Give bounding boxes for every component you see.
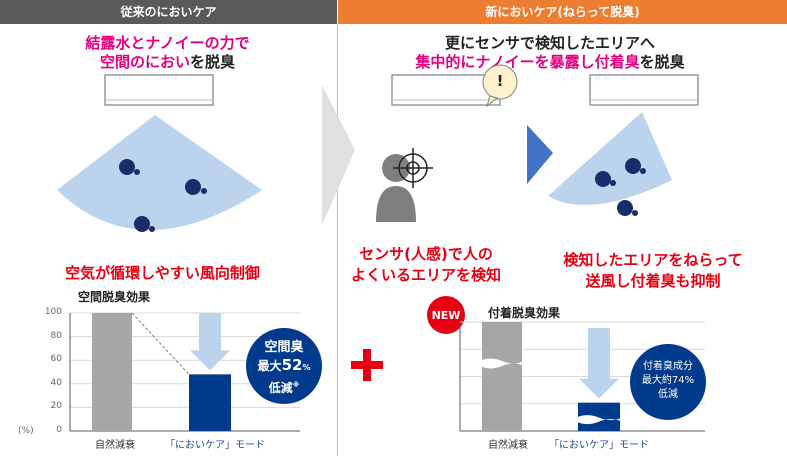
play-arrow-icon <box>527 125 553 184</box>
right-callout-line3: 低減 <box>658 389 678 400</box>
down-arrow-icon <box>190 313 230 371</box>
left-category-0: 自然減衰 <box>95 440 135 451</box>
bar <box>189 374 231 431</box>
right-headline-line1: 更にセンサで検知したエリアへ <box>444 34 655 52</box>
reduction-dashed-line <box>131 312 190 375</box>
left-chart-title: 空間脱臭効果 <box>78 290 151 304</box>
y-tick-label: 20 <box>50 401 62 412</box>
left-headline-suffix: を脱臭 <box>190 53 236 71</box>
middle-caption-line2: よくいるエリアを検知 <box>350 266 501 284</box>
header-new-care: 新においケア(ねらって脱臭) <box>338 0 787 24</box>
middle-caption-line1: センサ(人感)で人の <box>359 245 493 263</box>
airflow-wide-icon <box>57 115 262 230</box>
section-divider <box>337 24 338 456</box>
new-badge-icon <box>427 296 465 334</box>
right-headline-highlight: 集中的にナノイーを暴露し付着臭 <box>415 53 640 71</box>
axis-break-wave <box>576 415 622 425</box>
header-old-care-title: 従来のにおいケア <box>120 5 217 19</box>
left-caption: 空気が循環しやすい風向制御 <box>65 264 260 282</box>
left-chart-unit: (%) <box>18 426 34 436</box>
target-reticle-icon <box>393 148 433 188</box>
left-category-1: 「においケア」モード <box>165 440 265 451</box>
header-new-care-title: 新においケア(ねらって脱臭) <box>485 5 640 19</box>
bar <box>92 313 132 431</box>
plus-icon <box>351 349 383 381</box>
left-callout-line1: 空間臭 <box>264 340 304 355</box>
airflow-focused-icon <box>548 112 672 205</box>
alert-bubble-icon <box>482 64 518 108</box>
down-arrow-icon <box>579 328 619 399</box>
right-caption-line2: 送風し付着臭も抑制 <box>585 272 721 290</box>
right-callout-line2: 最大約74% <box>641 375 695 386</box>
right-caption-line1: 検知したエリアをねらって <box>563 251 743 269</box>
left-headline-line2: 空間のにおいを脱臭 <box>40 51 295 72</box>
right-category-0: 自然減衰 <box>488 440 528 451</box>
left-headline-highlight: 空間のにおい <box>99 53 190 71</box>
odor-particle-icon <box>119 159 207 232</box>
left-callout-line3: 低減※ <box>268 381 300 395</box>
left-callout-line2: 最大52% <box>257 356 311 374</box>
axis-break-wave <box>480 358 524 369</box>
new-badge-label: NEW <box>431 309 461 322</box>
y-tick-label: 40 <box>50 377 62 388</box>
right-callout-line1: 付着臭成分 <box>643 361 693 372</box>
y-tick-label: 80 <box>50 330 62 341</box>
y-tick-label: 100 <box>44 307 62 317</box>
bar <box>482 322 522 431</box>
y-tick-label: 60 <box>50 354 62 365</box>
header-old-care: 従来のにおいケア <box>0 0 337 24</box>
right-callout-badge: 付着臭成分 最大約74% 低減 <box>630 344 706 420</box>
alert-mark: ! <box>496 72 504 90</box>
right-headline-line2: 集中的にナノイーを暴露し付着臭を脱臭 <box>350 51 750 72</box>
left-headline-line1: 結露水とナノイーの力で <box>85 34 250 52</box>
odor-particle-icon <box>595 158 646 216</box>
right-chart-title: 付着脱臭効果 <box>488 306 561 320</box>
right-category-1: 「においケア」モード <box>549 440 649 451</box>
y-tick-label: 0 <box>56 425 62 435</box>
right-headline-suffix: を脱臭 <box>639 53 685 71</box>
chevron-right-icon <box>322 85 355 225</box>
left-callout-badge: 空間臭 最大52% 低減※ <box>246 328 322 404</box>
